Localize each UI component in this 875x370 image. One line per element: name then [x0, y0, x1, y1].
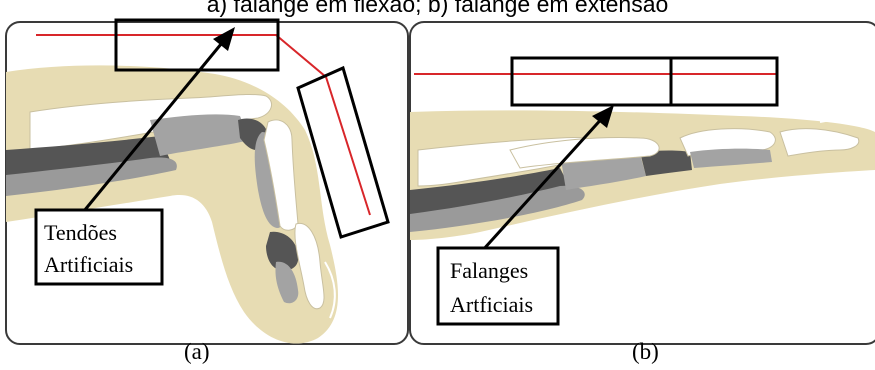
panel-a: Tendões Artificiais: [6, 20, 408, 344]
panel-b: Falanges Artficiais: [410, 22, 875, 344]
callout-b-line2: Artficiais: [450, 292, 533, 317]
callout-a-line2: Artificiais: [44, 252, 133, 277]
callout-b-line1: Falanges: [450, 258, 528, 283]
panel-b-label: (b): [632, 339, 659, 365]
callout-a-line1: Tendões: [44, 220, 117, 245]
panel-a-label: (a): [184, 339, 210, 365]
